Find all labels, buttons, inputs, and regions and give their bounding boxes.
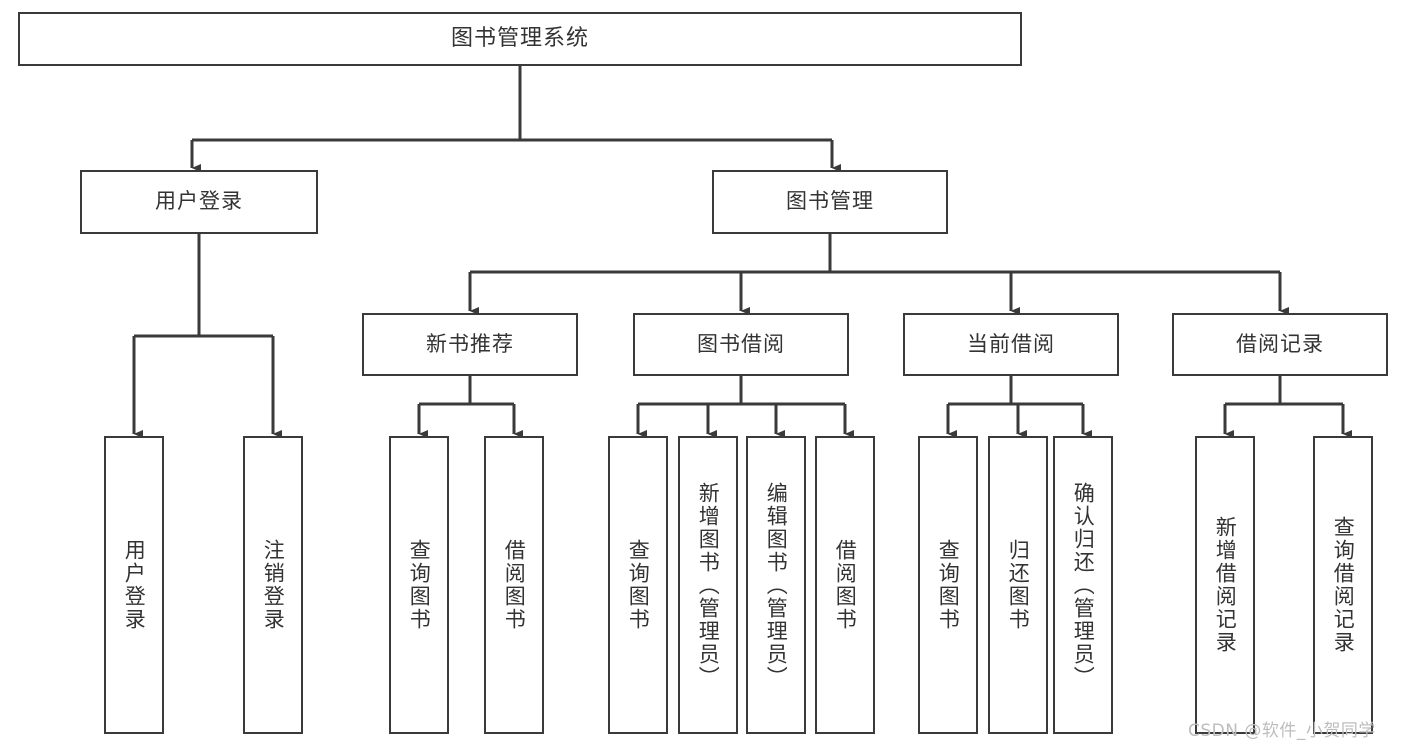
- node-leaf-user-login[interactable]: 用户登录: [104, 436, 164, 734]
- node-leaf-query-record[interactable]: 查询借阅记录: [1313, 436, 1373, 734]
- node-leaf-query-book-3[interactable]: 查询图书: [918, 436, 978, 734]
- node-book-borrow-label: 图书借阅: [697, 331, 785, 356]
- node-current-borrow[interactable]: 当前借阅: [903, 313, 1119, 376]
- node-borrow-record-label: 借阅记录: [1236, 331, 1324, 356]
- node-leaf-return-book[interactable]: 归还图书: [988, 436, 1048, 734]
- node-root-label: 图书管理系统: [450, 25, 589, 51]
- node-leaf-user-login-label: 用户登录: [122, 539, 147, 631]
- node-leaf-confirm-return-label: 确认归还（管理员）: [1071, 481, 1096, 689]
- node-leaf-user-logout[interactable]: 注销登录: [243, 436, 303, 734]
- node-leaf-query-book-1-label: 查询图书: [407, 539, 432, 631]
- node-leaf-edit-book-label: 编辑图书（管理员）: [764, 481, 789, 689]
- node-leaf-confirm-return[interactable]: 确认归还（管理员）: [1053, 436, 1113, 734]
- node-leaf-return-book-label: 归还图书: [1006, 539, 1031, 631]
- node-book-borrow[interactable]: 图书借阅: [633, 313, 849, 376]
- node-leaf-borrow-book-1[interactable]: 借阅图书: [484, 436, 544, 734]
- node-leaf-query-book-1[interactable]: 查询图书: [389, 436, 449, 734]
- node-leaf-edit-book[interactable]: 编辑图书（管理员）: [746, 436, 806, 734]
- node-book-manage-label: 图书管理: [786, 189, 874, 214]
- node-leaf-borrow-book-2-label: 借阅图书: [833, 539, 858, 631]
- node-leaf-query-book-2[interactable]: 查询图书: [608, 436, 668, 734]
- node-user-login-label: 用户登录: [155, 189, 243, 214]
- node-root[interactable]: 图书管理系统: [18, 12, 1022, 66]
- node-leaf-user-logout-label: 注销登录: [261, 539, 286, 631]
- node-leaf-query-book-3-label: 查询图书: [936, 539, 961, 631]
- node-leaf-borrow-book-1-label: 借阅图书: [502, 539, 527, 631]
- node-leaf-add-book-label: 新增图书（管理员）: [696, 481, 721, 689]
- node-leaf-add-record[interactable]: 新增借阅记录: [1195, 436, 1255, 734]
- node-current-borrow-label: 当前借阅: [967, 331, 1055, 356]
- node-book-manage[interactable]: 图书管理: [712, 170, 948, 234]
- node-new-book-recommend-label: 新书推荐: [426, 331, 514, 356]
- node-leaf-add-book[interactable]: 新增图书（管理员）: [678, 436, 738, 734]
- node-new-book-recommend[interactable]: 新书推荐: [362, 313, 578, 376]
- node-borrow-record[interactable]: 借阅记录: [1172, 313, 1388, 376]
- csdn-watermark: CSDN @软件_小贺同学: [1188, 721, 1376, 741]
- node-leaf-borrow-book-2[interactable]: 借阅图书: [815, 436, 875, 734]
- node-leaf-query-book-2-label: 查询图书: [626, 539, 651, 631]
- node-leaf-query-record-label: 查询借阅记录: [1331, 516, 1356, 654]
- node-leaf-add-record-label: 新增借阅记录: [1213, 516, 1238, 654]
- node-user-login[interactable]: 用户登录: [80, 170, 318, 234]
